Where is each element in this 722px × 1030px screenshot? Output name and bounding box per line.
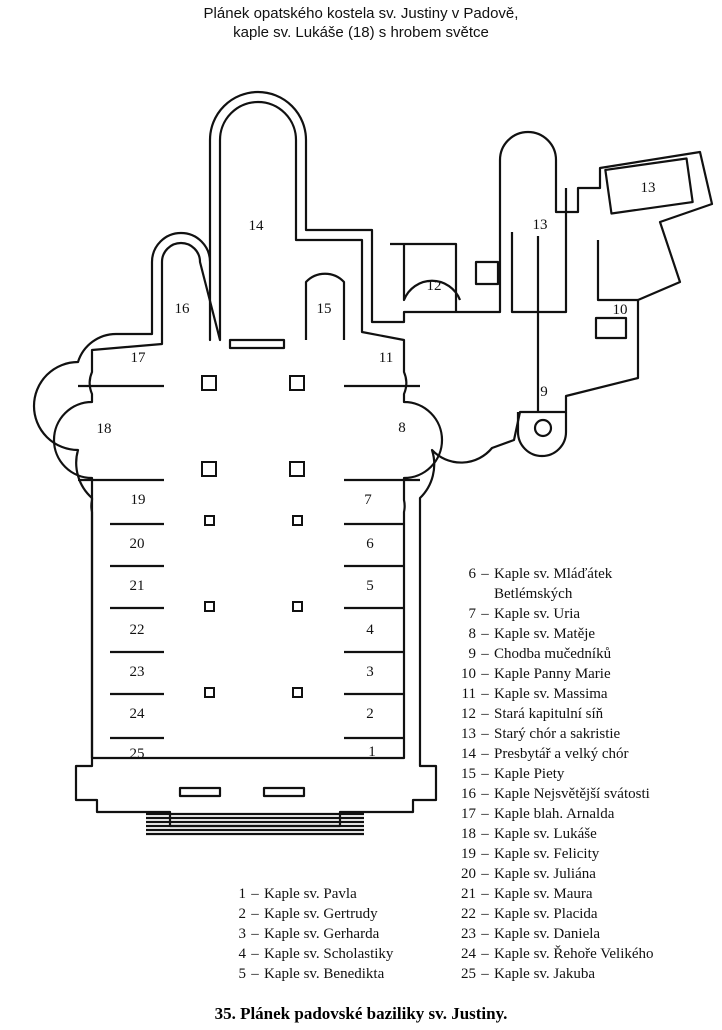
plan-label-18: 18	[97, 421, 112, 437]
plan-label-22: 22	[130, 622, 145, 638]
legend-item: 13–Starý chór a sakristie	[461, 726, 621, 742]
legend-item: 12–Stará kapitulní síň	[461, 706, 604, 722]
legend-item: 16–Kaple Nejsvětější svátosti	[461, 786, 650, 802]
plan-label-17: 17	[131, 350, 147, 366]
legend-item: 21–Kaple sv. Maura	[461, 886, 593, 902]
legend-item: 3–Kaple sv. Gerharda	[238, 926, 380, 942]
legend-item: 19–Kaple sv. Felicity	[461, 846, 600, 862]
plan-label-21: 21	[130, 578, 145, 594]
plan-label-13a: 13	[533, 217, 548, 233]
plan-label-19: 19	[131, 492, 146, 508]
plan-label-12: 12	[427, 278, 442, 294]
legend-item: 5–Kaple sv. Benedikta	[238, 966, 385, 982]
legend-item: 22–Kaple sv. Placida	[461, 906, 598, 922]
legend-item: Betlémských	[494, 586, 573, 602]
plan-inner-wall	[52, 100, 444, 760]
plan-label-4: 4	[366, 622, 374, 638]
legend-item: 8–Kaple sv. Matěje	[468, 626, 596, 642]
legend-item: 17–Kaple blah. Arnalda	[461, 806, 615, 822]
legend-item: 20–Kaple sv. Juliána	[461, 866, 596, 882]
plan-label-16: 16	[175, 301, 191, 317]
plan-label-8: 8	[398, 420, 406, 436]
legend-item: 4–Kaple sv. Scholastiky	[238, 946, 394, 962]
figure-caption: 35. Plánek padovské baziliky sv. Justiny…	[214, 1004, 508, 1023]
title-line-2: kaple sv. Lukáše (18) s hrobem světce	[233, 24, 489, 41]
legend-item: 6–Kaple sv. Mláďátek	[468, 566, 613, 582]
plan-outer-wall	[32, 90, 714, 828]
legend-item: 18–Kaple sv. Lukáše	[461, 826, 597, 842]
plan-label-20: 20	[130, 536, 145, 552]
plan-label-11: 11	[379, 350, 393, 366]
legend-item: 11–Kaple sv. Massima	[461, 686, 608, 702]
plan-label-5: 5	[366, 578, 374, 594]
legend-item: 25–Kaple sv. Jakuba	[461, 966, 596, 982]
legend-item: 15–Kaple Piety	[461, 766, 565, 782]
plan-label-13b: 13	[641, 180, 656, 196]
legend-item: 10–Kaple Panny Marie	[461, 666, 611, 682]
plan-label-23: 23	[130, 664, 145, 680]
legend-item: 7–Kaple sv. Uria	[468, 606, 581, 622]
plan-label-10: 10	[613, 302, 628, 318]
title-line-1: Plánek opatského kostela sv. Justiny v P…	[203, 5, 519, 22]
figure-title: Plánek opatského kostela sv. Justiny v P…	[0, 4, 722, 42]
legend-item: 24–Kaple sv. Řehoře Velikého	[461, 946, 654, 962]
legend-item: 9–Chodba mučedníků	[468, 646, 612, 662]
plan-label-6: 6	[366, 536, 374, 552]
legend-item: 14–Presbytář a velký chór	[461, 746, 629, 762]
plan-label-9: 9	[540, 384, 548, 400]
plan-label-14: 14	[249, 218, 265, 234]
plan-label-25: 25	[130, 746, 145, 762]
plan-label-2: 2	[366, 706, 374, 722]
plan-label-24: 24	[130, 706, 146, 722]
legend-item: 1–Kaple sv. Pavla	[238, 886, 357, 902]
legend-item: 2–Kaple sv. Gertrudy	[238, 906, 378, 922]
plan-label-15: 15	[317, 301, 332, 317]
plan-label-7: 7	[364, 492, 372, 508]
legend-item: 23–Kaple sv. Daniela	[461, 926, 601, 942]
plan-label-1: 1	[368, 744, 376, 760]
plan-label-3: 3	[366, 664, 374, 680]
